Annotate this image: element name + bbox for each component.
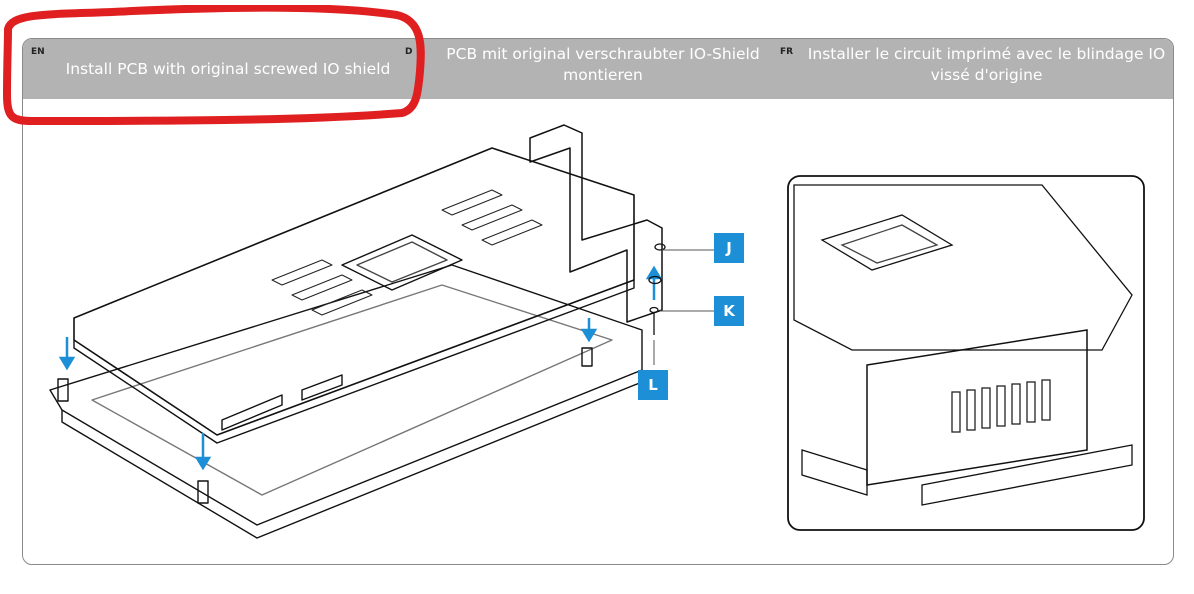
lang-code-fr: FR: [780, 47, 794, 57]
header-fr: FR Installer le circuit imprimé avec le …: [778, 39, 1173, 99]
instruction-text-en: Install PCB with original screwed IO shi…: [65, 60, 391, 78]
instruction-text-de: PCB mit original verschraubter IO-Shield…: [446, 45, 760, 84]
instruction-panel: EN Install PCB with original screwed IO …: [22, 38, 1174, 565]
lang-code-en: EN: [31, 47, 45, 57]
callout-k: K: [714, 296, 744, 326]
instruction-text-fr: Installer le circuit imprimé avec le bli…: [807, 45, 1166, 84]
callout-j: J: [714, 233, 744, 263]
callout-l: L: [638, 370, 668, 400]
header-de: D PCB mit original verschraubter IO-Shie…: [403, 39, 783, 99]
lang-code-de: D: [405, 47, 413, 57]
header-en: EN Install PCB with original screwed IO …: [23, 39, 413, 99]
instruction-header: EN Install PCB with original screwed IO …: [23, 39, 1173, 99]
